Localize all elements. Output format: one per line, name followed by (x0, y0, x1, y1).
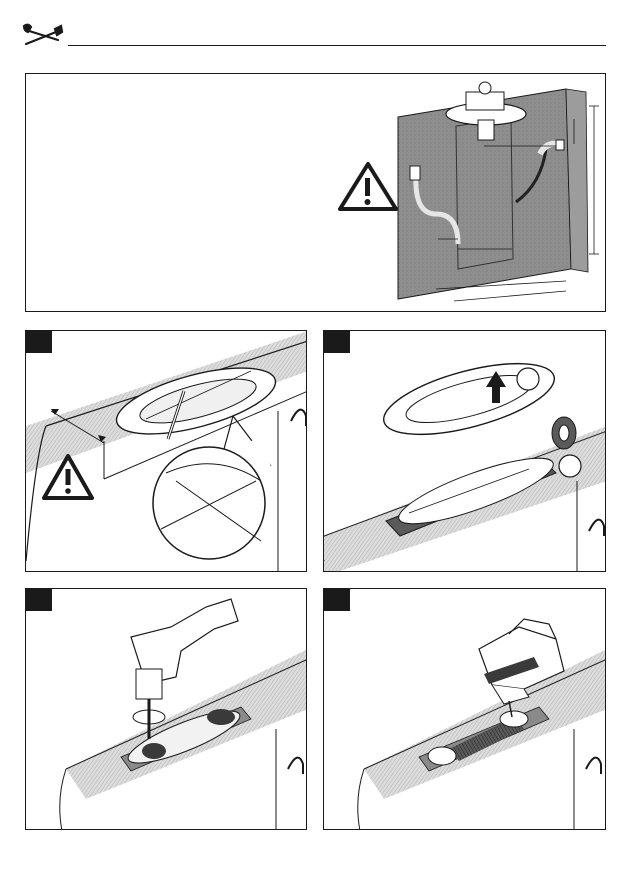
step-1-badge (26, 331, 52, 353)
step-4-panel (323, 588, 606, 830)
step-4-badge (324, 589, 350, 611)
step-2-badge (324, 331, 350, 353)
step-1-panel (25, 330, 307, 572)
header-rule (68, 45, 606, 46)
header (0, 0, 629, 60)
step-3-panel (25, 588, 307, 830)
overview-panel (25, 73, 606, 312)
step-3-badge (26, 589, 52, 611)
tools-icon (22, 22, 64, 52)
warning-icon (340, 164, 396, 209)
step-2-panel (323, 330, 606, 572)
